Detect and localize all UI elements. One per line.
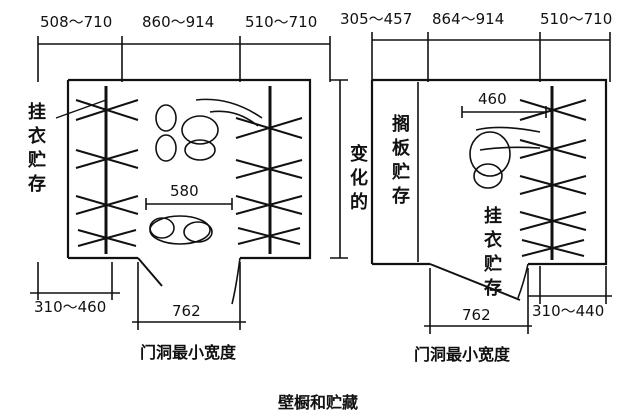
right-door-swing — [517, 263, 529, 299]
shelf-label-char-3: 贮 — [391, 161, 410, 183]
right-bottom-dim-label: 310～440 — [532, 302, 604, 320]
right-plan — [370, 32, 612, 334]
left-plan — [30, 36, 348, 330]
left-door-dim-label: 762 — [172, 302, 201, 320]
shelf-label-char-1: 搁 — [392, 113, 410, 135]
side-label-char-3: 的 — [350, 191, 368, 213]
right-closet-wall — [372, 78, 608, 266]
right-door-caption: 门洞最小宽度 — [414, 345, 511, 364]
right-top-dim-2: 864～914 — [432, 10, 504, 28]
left-door-swing — [231, 257, 241, 305]
side-label-char-2: 化 — [350, 167, 368, 189]
right-hanging-label-char-1: 挂 — [484, 205, 502, 227]
right-top-dim-1: 305～457 — [340, 10, 412, 28]
right-hanging-label-char-3: 贮 — [483, 253, 502, 275]
person-figure-icon — [155, 98, 263, 162]
left-door-caption: 门洞最小宽度 — [140, 343, 237, 362]
right-inner-dim-label: 460 — [478, 90, 507, 108]
person-lying-icon — [149, 215, 213, 245]
left-hanging-label-char-2: 衣 — [28, 125, 46, 147]
left-label-leader — [55, 99, 107, 119]
left-plan-right-hangers — [235, 117, 303, 245]
left-top-dim-1: 508～710 — [40, 13, 112, 31]
right-hangers — [519, 99, 587, 257]
person-reaching-icon — [469, 126, 541, 189]
left-hanging-label-char-1: 挂 — [28, 101, 46, 123]
side-label-char-1: 变 — [350, 143, 368, 165]
left-hanging-label-char-3: 贮 — [27, 149, 46, 171]
right-door-dim-label: 762 — [462, 306, 491, 324]
right-hanging-label-char-4: 存 — [484, 277, 502, 299]
left-hanging-label-char-4: 存 — [28, 173, 46, 195]
right-door-leaf — [429, 263, 521, 301]
shelf-label-char-2: 板 — [392, 137, 411, 159]
shelf-label-char-4: 存 — [392, 185, 410, 207]
left-bottom-dim-label: 310～460 — [34, 298, 106, 316]
right-hanging-label-char-2: 衣 — [484, 229, 502, 251]
left-inner-dim-label: 580 — [170, 182, 199, 200]
left-hangers — [75, 99, 139, 247]
right-top-dim-3: 510～710 — [540, 10, 612, 28]
left-top-dim-3: 510～710 — [245, 13, 317, 31]
left-door-leaf — [137, 257, 163, 287]
left-top-dim-2: 860～914 — [142, 13, 214, 31]
figure-caption: 壁橱和贮藏 — [278, 393, 358, 412]
left-closet-wall — [68, 78, 312, 260]
